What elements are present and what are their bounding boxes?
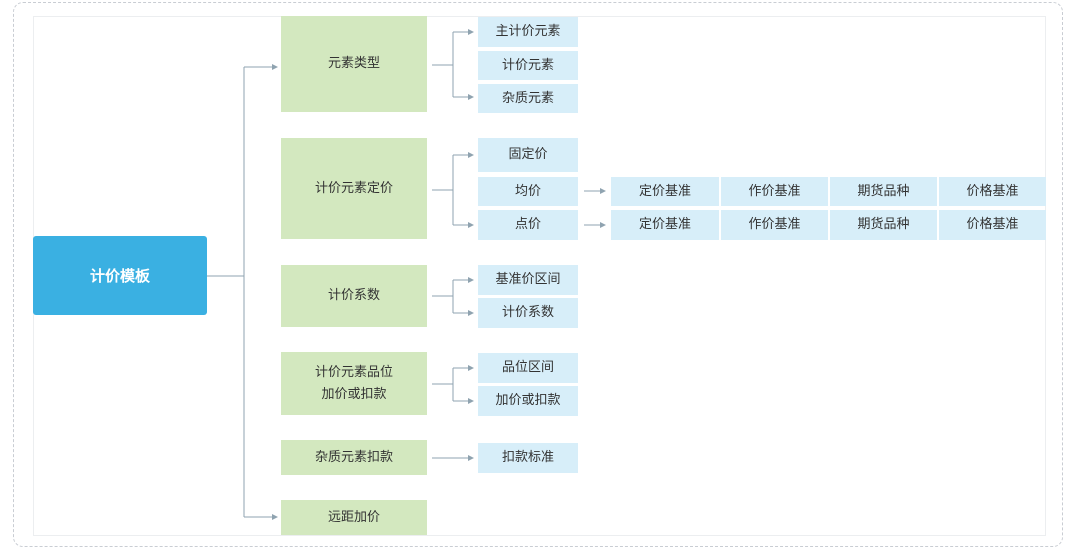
point-sub-valuation-basis: 作价基准 <box>721 210 828 240</box>
leaf-impurity-element: 杂质元素 <box>478 84 578 113</box>
point-sub-pricing-basis: 定价基准 <box>611 210 719 240</box>
leaf-fixed-price: 固定价 <box>478 138 578 172</box>
outer-frame <box>13 2 1063 547</box>
category-impurity-deduction: 杂质元素扣款 <box>281 440 427 475</box>
avg-sub-price-basis: 价格基准 <box>939 177 1046 206</box>
leaf-pricing-element: 计价元素 <box>478 51 578 80</box>
leaf-deduction-standard: 扣款标准 <box>478 443 578 473</box>
leaf-grade-range: 品位区间 <box>478 353 578 383</box>
leaf-main-pricing-element: 主计价元素 <box>478 17 578 47</box>
leaf-pricing-coefficient: 计价系数 <box>478 298 578 328</box>
category-distance-surcharge: 远距加价 <box>281 500 427 535</box>
root-node: 计价模板 <box>33 236 207 315</box>
leaf-point-price: 点价 <box>478 210 578 240</box>
avg-sub-pricing-basis: 定价基准 <box>611 177 719 206</box>
leaf-base-price-range: 基准价区间 <box>478 265 578 295</box>
point-sub-price-basis: 价格基准 <box>939 210 1046 240</box>
category-grade-adjustment: 计价元素品位 加价或扣款 <box>281 352 427 415</box>
leaf-average-price: 均价 <box>478 177 578 206</box>
category-pricing-coefficient: 计价系数 <box>281 265 427 327</box>
leaf-surcharge-or-deduction: 加价或扣款 <box>478 386 578 416</box>
point-sub-futures-variety: 期货品种 <box>830 210 937 240</box>
category-element-pricing: 计价元素定价 <box>281 138 427 239</box>
avg-sub-valuation-basis: 作价基准 <box>721 177 828 206</box>
avg-sub-futures-variety: 期货品种 <box>830 177 937 206</box>
category-element-type: 元素类型 <box>281 16 427 112</box>
